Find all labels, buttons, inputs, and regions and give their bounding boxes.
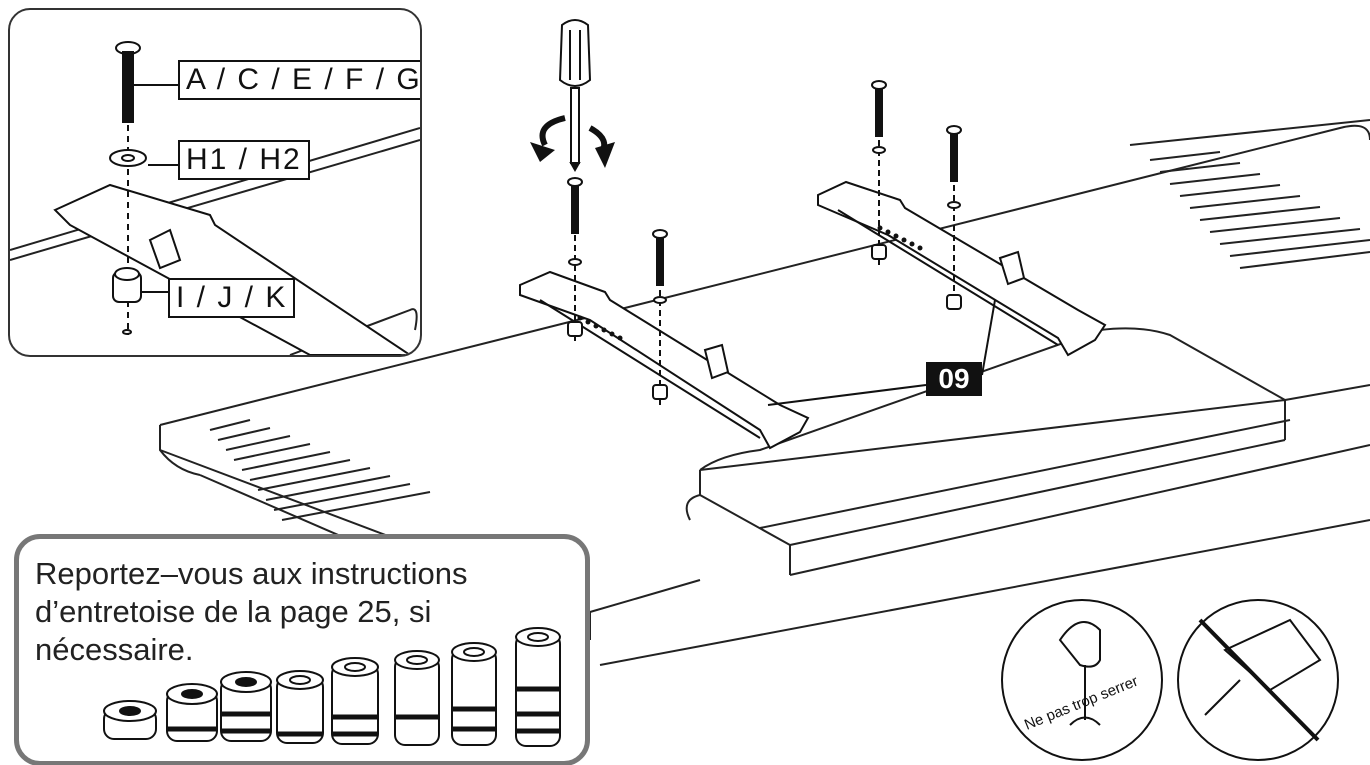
spacer-set-icons bbox=[103, 627, 561, 747]
spacer-8-icon bbox=[515, 627, 561, 747]
power-drill-prohibited-icon bbox=[1177, 599, 1339, 761]
spacer-5-icon bbox=[331, 657, 379, 745]
part-09-label: 09 bbox=[926, 362, 982, 396]
bracket-right-holes bbox=[877, 225, 923, 251]
inset-washer-icon bbox=[109, 149, 147, 167]
spacer-3-icon bbox=[220, 671, 272, 742]
spacer-note-text: Reportez–vous aux instructions d’entreto… bbox=[35, 556, 468, 667]
spacer-6-icon bbox=[394, 650, 440, 746]
part-09-leaders bbox=[767, 299, 996, 406]
right-vents bbox=[1149, 151, 1370, 269]
screwdriver-icon bbox=[558, 19, 592, 173]
spacer-2-icon bbox=[166, 683, 218, 742]
bracket-left bbox=[519, 270, 810, 450]
detail-inset: A / C / E / F / G H1 / H2 I / J / K bbox=[8, 8, 422, 357]
screw-label: A / C / E / F / G bbox=[178, 60, 420, 100]
inset-bracket bbox=[53, 183, 412, 355]
main-screws bbox=[567, 80, 962, 405]
inset-spacer-icon bbox=[112, 267, 142, 335]
spacer-label: I / J / K bbox=[168, 278, 296, 318]
bracket-left-holes bbox=[577, 315, 623, 341]
spacer-note-box: Reportez–vous aux instructions d’entreto… bbox=[14, 534, 590, 765]
hand-screwdriver-icon bbox=[1001, 599, 1163, 761]
inset-drawing bbox=[10, 41, 420, 355]
left-vents bbox=[209, 419, 431, 521]
spacer-4-icon bbox=[276, 670, 324, 744]
washer-label: H1 / H2 bbox=[178, 140, 310, 180]
spacer-1-icon bbox=[103, 700, 157, 740]
bracket-right bbox=[817, 180, 1107, 357]
spacer-7-icon bbox=[451, 642, 497, 746]
rotate-arrow-heads bbox=[530, 142, 615, 168]
